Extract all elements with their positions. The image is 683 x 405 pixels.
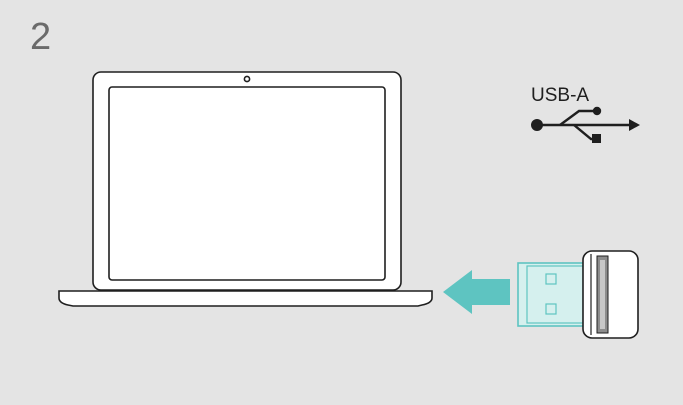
laptop-lid [93, 72, 401, 290]
usb-symbol-icon [531, 107, 640, 143]
laptop-base [59, 291, 432, 306]
insert-arrow-icon [443, 270, 510, 314]
laptop-icon [59, 72, 432, 306]
usb-dongle-icon [518, 251, 638, 338]
dongle-plug [518, 263, 590, 326]
